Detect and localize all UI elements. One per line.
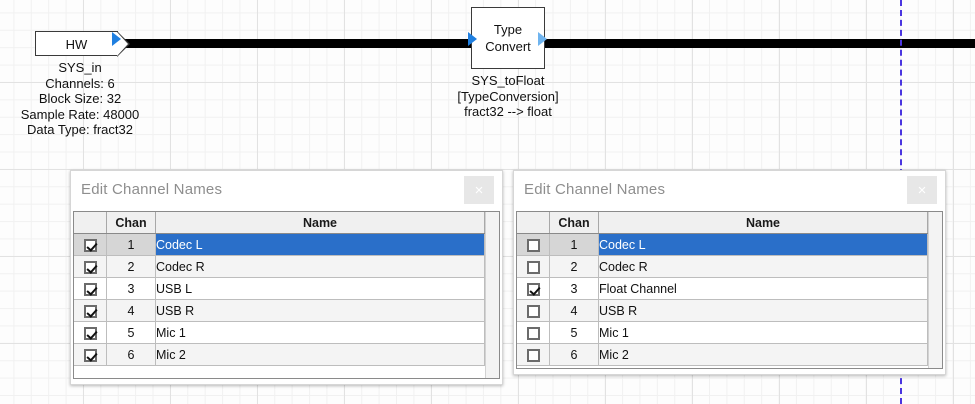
row-channel-name[interactable]: Codec L [155,233,485,256]
row-checkbox-cell[interactable] [74,277,107,300]
column-header-check[interactable] [517,212,550,234]
row-chan-number: 5 [106,321,156,344]
table-header-row: Chan Name [517,212,942,234]
block-type-convert[interactable]: Type Convert [471,7,545,69]
checkbox-checked-icon[interactable] [83,282,97,296]
row-channel-name[interactable]: Mic 1 [155,321,485,344]
column-header-chan[interactable]: Chan [549,212,599,234]
row-checkbox-cell[interactable] [74,255,107,278]
table-header-row: Chan Name [74,212,499,234]
row-checkbox-cell[interactable] [517,277,550,300]
row-chan-number: 6 [549,343,599,366]
dialog-right-title: Edit Channel Names [524,181,666,198]
row-checkbox-cell[interactable] [517,343,550,366]
wire-typeconvert-out [543,39,975,48]
row-checkbox-cell[interactable] [517,255,550,278]
column-header-check[interactable] [74,212,107,234]
checkbox-unchecked-icon[interactable] [526,348,540,362]
close-icon[interactable]: × [464,176,494,204]
row-checkbox-cell[interactable] [74,233,107,256]
row-chan-number: 6 [106,343,156,366]
row-chan-number: 5 [549,321,599,344]
column-header-name[interactable]: Name [598,212,928,234]
vertical-scrollbar-right[interactable] [928,212,942,368]
column-header-chan[interactable]: Chan [106,212,156,234]
checkbox-unchecked-icon[interactable] [526,304,540,318]
row-chan-number: 4 [549,299,599,322]
checkbox-unchecked-icon[interactable] [526,238,540,252]
checkbox-checked-icon[interactable] [83,326,97,340]
row-chan-number: 2 [549,255,599,278]
row-channel-name[interactable]: USB R [598,299,928,322]
row-channel-name[interactable]: Codec L [598,233,928,256]
checkbox-unchecked-icon[interactable] [526,260,540,274]
block-hw-label: HW [65,37,88,52]
checkbox-checked-icon[interactable] [83,304,97,318]
row-channel-name[interactable]: USB L [155,277,485,300]
row-channel-name[interactable]: Mic 1 [598,321,928,344]
vertical-scrollbar-left[interactable] [485,212,499,378]
row-chan-number: 1 [106,233,156,256]
checkbox-checked-icon[interactable] [526,282,540,296]
checkbox-unchecked-icon[interactable] [526,326,540,340]
close-icon[interactable]: × [907,176,937,204]
row-channel-name[interactable]: USB R [155,299,485,322]
dialog-left-titlebar[interactable]: Edit Channel Names × [71,171,502,211]
dialog-right-titlebar[interactable]: Edit Channel Names × [514,171,945,211]
row-chan-number: 1 [549,233,599,256]
row-chan-number: 3 [106,277,156,300]
dialog-left-title: Edit Channel Names [81,181,223,198]
block-type-convert-label: Type Convert [485,21,531,55]
row-checkbox-cell[interactable] [74,343,107,366]
block-hw-caption: SYS_in Channels: 6 Block Size: 32 Sample… [20,60,140,137]
checkbox-checked-icon[interactable] [83,260,97,274]
row-channel-name[interactable]: Float Channel [598,277,928,300]
row-checkbox-cell[interactable] [74,299,107,322]
block-type-convert-label-line2: Convert [485,39,531,54]
type-convert-output-port-icon[interactable] [538,32,547,46]
checkbox-checked-icon[interactable] [83,348,97,362]
row-checkbox-cell[interactable] [517,299,550,322]
wire-hw-to-typeconvert [118,39,474,48]
block-type-convert-caption: SYS_toFloat [TypeConversion] fract32 -->… [457,73,559,119]
block-hw[interactable]: HW [35,31,130,57]
row-checkbox-cell[interactable] [517,233,550,256]
row-chan-number: 4 [106,299,156,322]
row-channel-name[interactable]: Codec R [155,255,485,278]
row-chan-number: 2 [106,255,156,278]
checkbox-checked-icon[interactable] [83,238,97,252]
hw-output-port-icon[interactable] [112,32,121,46]
row-checkbox-cell[interactable] [74,321,107,344]
row-channel-name[interactable]: Codec R [598,255,928,278]
row-chan-number: 3 [549,277,599,300]
row-channel-name[interactable]: Mic 2 [598,343,928,366]
row-channel-name[interactable]: Mic 2 [155,343,485,366]
type-convert-input-port-icon[interactable] [468,32,477,46]
row-checkbox-cell[interactable] [517,321,550,344]
column-header-name[interactable]: Name [155,212,485,234]
hw-block-point-fill [117,32,128,56]
block-type-convert-label-line1: Type [493,22,523,37]
